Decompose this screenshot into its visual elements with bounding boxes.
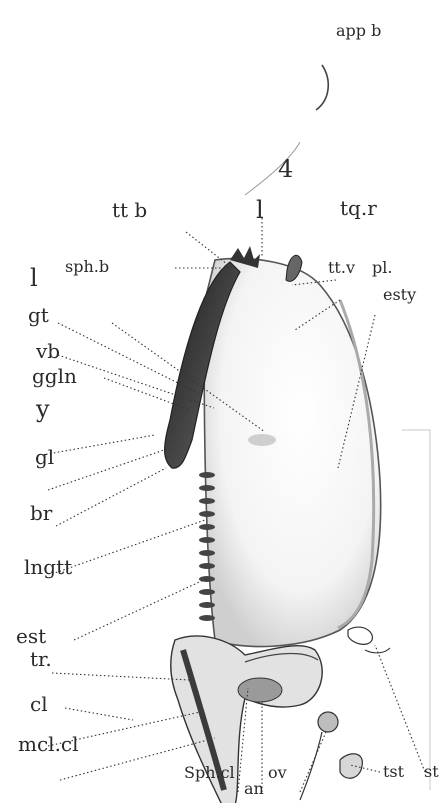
label-esty: esty [383, 285, 416, 304]
plate-frame-line [402, 430, 430, 790]
label-l-top: l [256, 196, 264, 224]
label-st: st [424, 762, 439, 781]
label-br: br [30, 501, 53, 525]
label-cl: cl [30, 692, 48, 716]
label-an: an [244, 779, 264, 798]
appendage-stalk [316, 65, 328, 110]
label-tr: tr. [30, 647, 52, 671]
label-gt: gt [28, 303, 49, 327]
label-tst: tst [383, 762, 405, 781]
label-tt-b: tt b [112, 198, 147, 222]
label-y: y [35, 395, 50, 423]
figure-number: 4 [278, 155, 293, 183]
label-app-b: app b [336, 21, 381, 40]
label-l-left: l [30, 264, 38, 292]
label-tq-r: tq.r [340, 196, 377, 220]
label-est: est [16, 624, 46, 648]
label-ggln: ggln [32, 364, 77, 388]
label-gl: gl [35, 445, 54, 469]
label-mcl-cl: mcl.cl [18, 732, 79, 756]
label-tt-v: tt.v [328, 258, 355, 277]
label-sph-b: sph.b [65, 257, 109, 276]
label-ov: ov [268, 763, 287, 782]
organism-body [165, 246, 381, 647]
label-vb: vb [35, 339, 60, 363]
label-pl: pl. [372, 258, 392, 277]
label-lngtt: lngtt [24, 555, 72, 579]
label-sph-cl: Sph.cl [184, 763, 235, 782]
